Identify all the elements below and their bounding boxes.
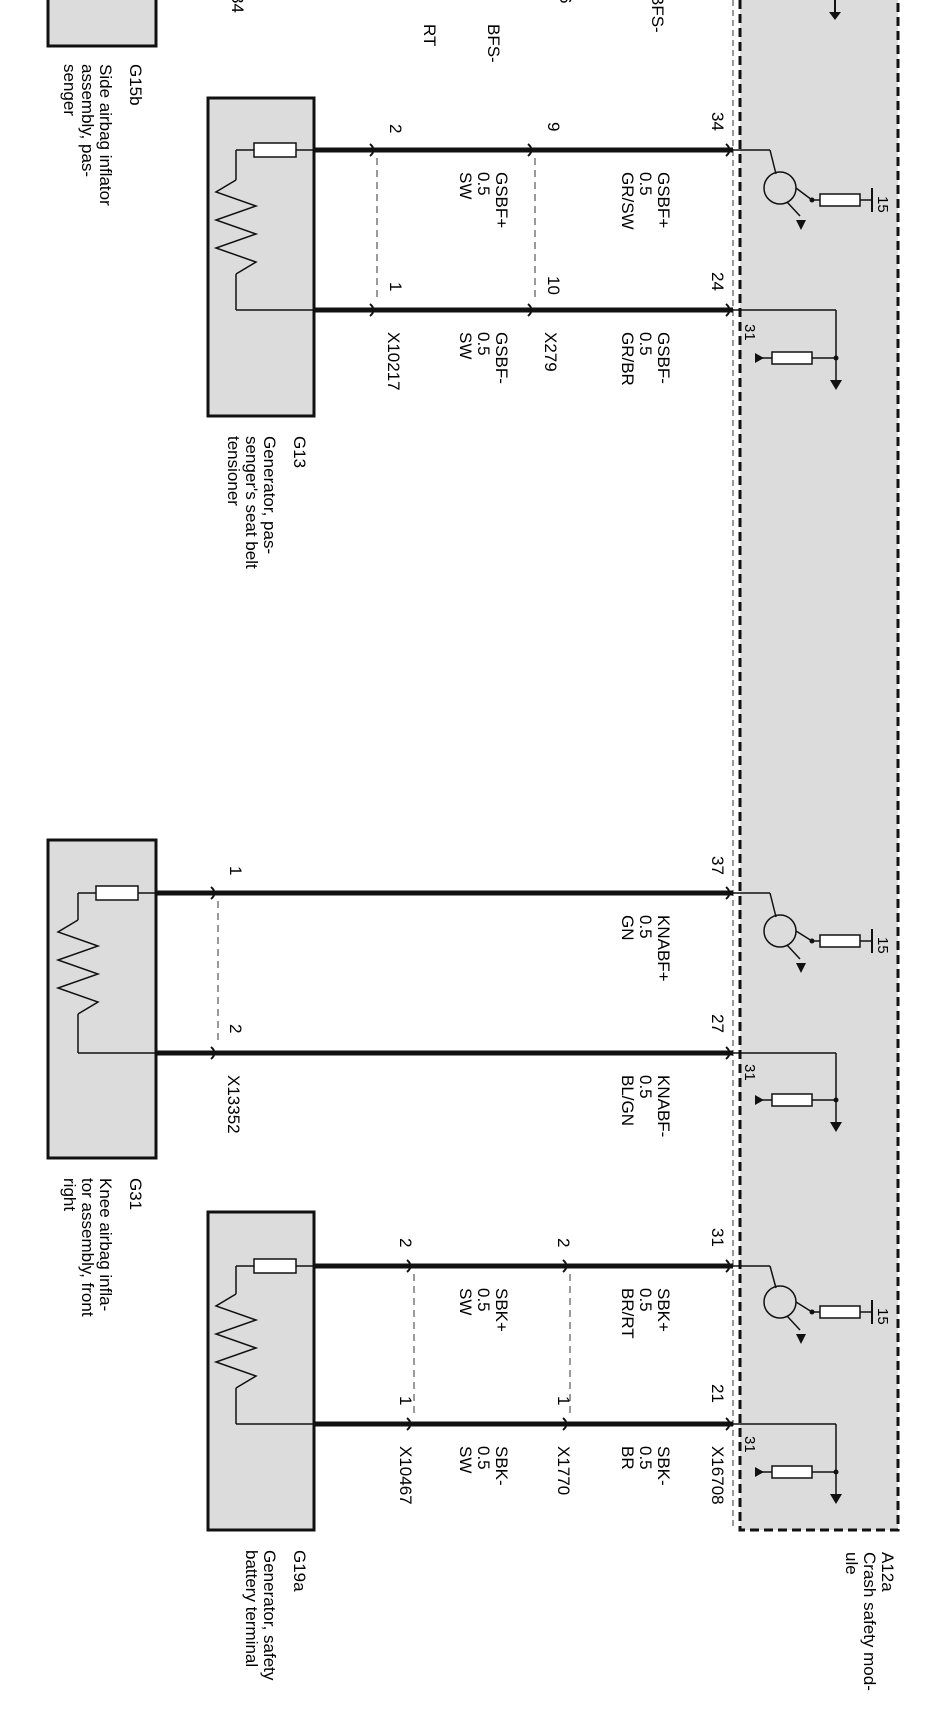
g13-w1-signal2: GSBF+ <box>492 172 511 228</box>
component-g13-desc2: senger's seat belt <box>242 436 261 569</box>
g13-pin-end-1: 1 <box>386 282 405 291</box>
g31-pin-module-37: 37 <box>708 856 727 875</box>
component-g15b-desc3: senger <box>60 64 79 116</box>
g13-w1-signal: GSBF+ <box>654 172 673 228</box>
g19a-w2-color2: SW <box>456 1446 475 1473</box>
g13-terminal-15: 15 <box>874 196 891 213</box>
module-name-line1: Crash safety mod- <box>860 1552 879 1691</box>
g19a-w1-color2: SW <box>456 1288 475 1315</box>
module-id: A12a <box>878 1552 897 1592</box>
component-g31-id: G31 <box>126 1178 145 1210</box>
g31-w1-size: 0.5 <box>636 915 655 939</box>
g19a-w1-color: BR/RT <box>618 1288 637 1339</box>
g31-terminal-31: 31 <box>741 1064 758 1081</box>
g19a-w2-signal2: SBK- <box>492 1446 511 1486</box>
g13-connector-mid: X279 <box>541 332 560 372</box>
top-label-bfs-2: BFS- <box>484 24 503 63</box>
g19a-pin-end-2: 2 <box>396 1238 415 1247</box>
g19a-w1-size: 0.5 <box>636 1288 655 1312</box>
component-g15b-desc2: assembly, pas- <box>78 64 97 177</box>
g13-w1-color2: SW <box>456 172 475 199</box>
g13-w2-size: 0.5 <box>636 332 655 356</box>
circuit-g19a: 15 31 31 21 2 1 2 1 SBK+ 0.5 BR/RT SBK- … <box>206 1210 891 1681</box>
g19a-pin-mid-1: 1 <box>554 1396 573 1405</box>
g19a-w1-signal: SBK+ <box>654 1288 673 1332</box>
g31-pin-end-2: 2 <box>226 1024 245 1033</box>
g19a-w2-size2: 0.5 <box>474 1446 493 1470</box>
g31-pin-end-1: 1 <box>226 866 245 875</box>
g19a-connector-end: X10467 <box>396 1446 415 1505</box>
component-g31-desc3: right <box>60 1178 79 1211</box>
g13-pin-end-2: 2 <box>386 124 405 133</box>
circuit-g13: 15 31 34 24 9 10 2 1 GSBF+ 0.5 GR/SW GSB… <box>206 96 891 569</box>
component-g19a-desc2: battery terminal <box>242 1550 261 1667</box>
g19a-pin-module-31: 31 <box>708 1228 727 1247</box>
module-name-line2: ule <box>842 1552 861 1575</box>
g13-w2-color2: SW <box>456 332 475 359</box>
g19a-w2-signal: SBK- <box>654 1446 673 1486</box>
g31-pin-module-27: 27 <box>708 1014 727 1033</box>
g13-w2-signal: GSBF- <box>654 332 673 384</box>
component-g15b: G15b Side airbag inflator assembly, pas-… <box>46 0 667 206</box>
g19a-w1-signal2: SBK+ <box>492 1288 511 1332</box>
crash-safety-module: A12a Crash safety mod- ule <box>732 0 900 1691</box>
g13-w1-color: GR/SW <box>618 172 637 230</box>
component-g13-desc1: Generator, pas- <box>260 436 279 554</box>
g13-terminal-31: 31 <box>741 324 758 341</box>
g31-w1-signal: KNABF+ <box>654 915 673 982</box>
g19a-terminal-31: 31 <box>741 1436 758 1453</box>
g19a-pin-end-1: 1 <box>396 1396 415 1405</box>
top-label-bfs-1: BFS- <box>648 0 667 33</box>
component-g31-desc1: Knee airbag infla- <box>96 1178 115 1311</box>
g13-pin-module-24: 24 <box>708 272 727 291</box>
g19a-w2-size: 0.5 <box>636 1446 655 1470</box>
g19a-terminal-15: 15 <box>874 1308 891 1325</box>
g13-w1-size2: 0.5 <box>474 172 493 196</box>
component-g19a-id: G19a <box>290 1550 309 1592</box>
g13-pin-module-34: 34 <box>708 112 727 131</box>
component-g15b-desc1: Side airbag inflator <box>96 64 115 206</box>
g13-w2-signal2: GSBF- <box>492 332 511 384</box>
g31-w2-size: 0.5 <box>636 1075 655 1099</box>
g31-w1-color: GN <box>618 915 637 941</box>
g19a-connector-mid: X1770 <box>554 1446 573 1495</box>
g19a-w1-size2: 0.5 <box>474 1288 493 1312</box>
g19a-w2-color: BR <box>618 1446 637 1470</box>
g13-pin-mid-10: 10 <box>544 276 563 295</box>
component-g15b-id: G15b <box>126 64 145 106</box>
component-g13-desc3: tensioner <box>224 436 243 506</box>
component-g31-desc2: tor assembly, front <box>78 1178 97 1317</box>
g31-connector-end: X13352 <box>224 1075 243 1134</box>
top-label-6: 6 <box>556 0 575 3</box>
g13-w2-color: GR/BR <box>618 332 637 386</box>
component-g13-id: G13 <box>290 436 309 468</box>
g19a-pin-mid-2: 2 <box>554 1238 573 1247</box>
g31-w2-color: BL/GN <box>618 1075 637 1126</box>
g31-terminal-15: 15 <box>874 937 891 954</box>
g19a-pin-module-21: 21 <box>708 1384 727 1403</box>
g13-connector-end: X10217 <box>384 332 403 391</box>
component-g19a-desc1: Generator, safety <box>260 1550 279 1681</box>
circuit-g31: 15 31 37 27 1 2 KNABF+ 0.5 GN KNABF- 0.5… <box>46 838 891 1317</box>
g13-w1-size: 0.5 <box>636 172 655 196</box>
top-label-rt: RT <box>420 24 439 46</box>
g13-w2-size2: 0.5 <box>474 332 493 356</box>
g31-w2-signal: KNABF- <box>654 1075 673 1137</box>
g13-pin-mid-9: 9 <box>544 122 563 131</box>
top-label-34: 34 <box>228 0 247 13</box>
g19a-connector-module: X16708 <box>708 1446 727 1505</box>
